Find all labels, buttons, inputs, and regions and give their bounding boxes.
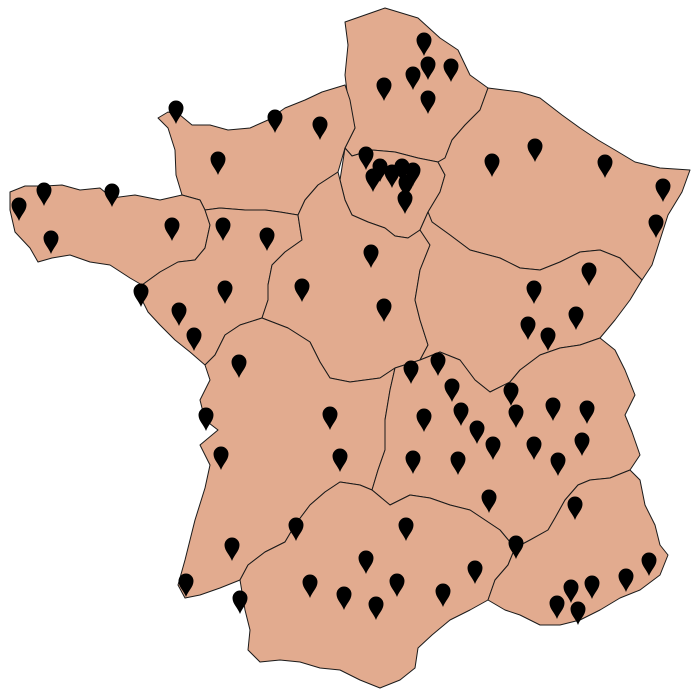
region-occitanie	[239, 481, 516, 689]
map-pin-icon[interactable]	[198, 407, 214, 432]
